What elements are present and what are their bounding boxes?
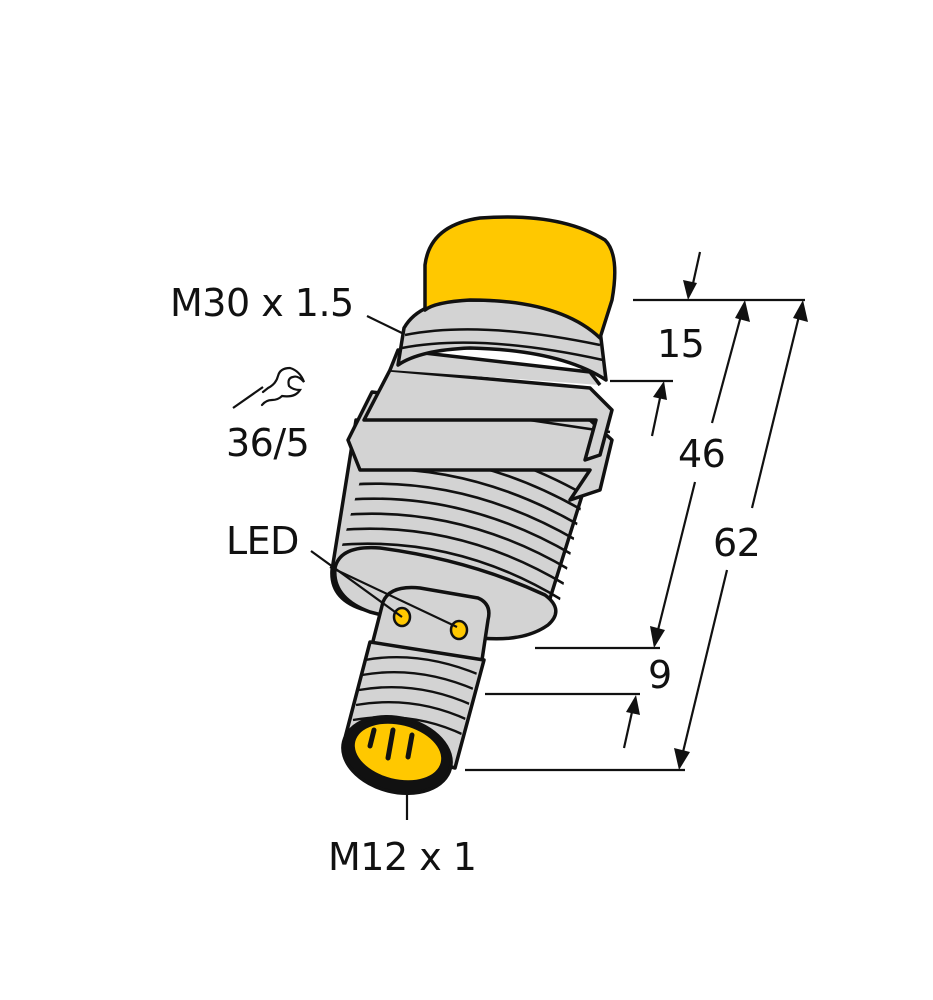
led-leader-1 <box>310 550 403 618</box>
dimension-46: 46 <box>678 432 726 476</box>
hex-nut-upper <box>362 368 614 462</box>
dimension-15: 15 <box>657 322 705 366</box>
led-label: LED <box>226 519 299 563</box>
wrench-handle <box>232 386 264 409</box>
dimension-62: 62 <box>713 521 761 565</box>
wrench-icon <box>260 366 306 407</box>
connector-pins <box>367 727 415 761</box>
sensing-cap <box>423 215 617 340</box>
wrench-size-label: 36/5 <box>226 421 310 465</box>
sensor-body <box>330 215 617 641</box>
thread-leader <box>366 315 405 335</box>
connector-plug <box>341 585 491 796</box>
led-indicator-2 <box>449 619 469 641</box>
thread-size-label: M30 x 1.5 <box>170 281 354 325</box>
connector-thread-label: M12 x 1 <box>328 835 477 879</box>
plug-housing <box>370 585 491 662</box>
dimension-lines <box>465 251 808 772</box>
dimension-9: 9 <box>648 653 672 697</box>
led-leader-2 <box>329 566 458 628</box>
leaders <box>232 315 458 820</box>
